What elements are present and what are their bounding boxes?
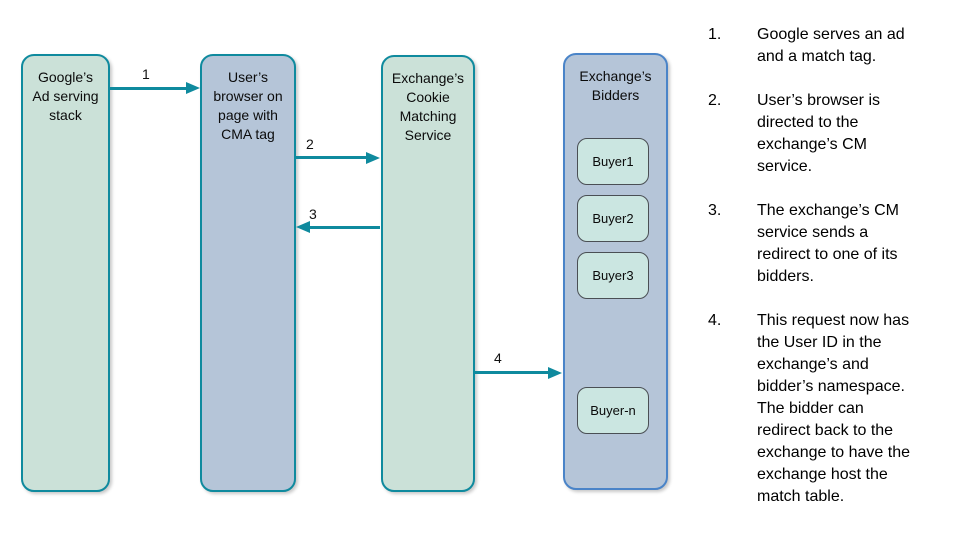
arrow-3-line: [309, 226, 380, 229]
node-google-ad-stack: Google’s Ad serving stack: [21, 54, 110, 492]
arrow-4-label: 4: [494, 350, 502, 366]
step-item-3: 3. The exchange’s CM service sends a red…: [708, 200, 899, 288]
node-buyer-2: Buyer2: [577, 195, 649, 242]
arrow-4-line: [475, 371, 549, 374]
node-exchange-cm-service: Exchange’s Cookie Matching Service: [381, 55, 475, 492]
arrow-3-label: 3: [309, 206, 317, 222]
step-item-4: 4. This request now has the User ID in t…: [708, 310, 910, 508]
step-2-number: 2.: [708, 92, 722, 109]
step-4-text: This request now has the User ID in the …: [757, 312, 911, 505]
step-item-1: 1. Google serves an ad and a match tag.: [708, 24, 905, 68]
node-exchange-bidders-label: Exchange’s Bidders: [579, 68, 652, 103]
arrow-1-line: [110, 87, 187, 90]
node-user-browser-label: User’s browser on page with CMA tag: [213, 69, 283, 142]
node-exchange-bidders: Exchange’s Bidders Buyer1 Buyer2 Buyer3 …: [563, 53, 668, 490]
step-item-2: 2. User’s browser is directed to the exc…: [708, 90, 880, 178]
arrow-1-head-icon: [186, 82, 200, 94]
node-exchange-cm-service-label: Exchange’s Cookie Matching Service: [391, 70, 465, 143]
step-3-text: The exchange’s CM service sends a redire…: [757, 202, 899, 285]
step-4-number: 4.: [708, 312, 722, 329]
arrow-1-label: 1: [142, 66, 150, 82]
node-buyer-1: Buyer1: [577, 138, 649, 185]
arrow-2-label: 2: [306, 136, 314, 152]
arrow-4-head-icon: [548, 367, 562, 379]
step-1-text: Google serves an ad and a match tag.: [757, 26, 905, 65]
node-buyer-n-label: Buyer-n: [590, 403, 636, 418]
arrow-3-head-icon: [296, 221, 310, 233]
node-buyer-3-label: Buyer3: [592, 268, 634, 283]
step-2-text: User’s browser is directed to the exchan…: [757, 92, 880, 175]
arrow-2-line: [296, 156, 367, 159]
node-buyer-2-label: Buyer2: [592, 211, 634, 226]
node-buyer-n: Buyer-n: [577, 387, 649, 434]
node-buyer-3: Buyer3: [577, 252, 649, 299]
step-1-number: 1.: [708, 26, 722, 43]
node-buyer-1-label: Buyer1: [592, 154, 634, 169]
arrow-2-head-icon: [366, 152, 380, 164]
step-3-number: 3.: [708, 202, 722, 219]
node-google-ad-stack-label: Google’s Ad serving stack: [32, 69, 99, 123]
node-user-browser: User’s browser on page with CMA tag: [200, 54, 296, 492]
